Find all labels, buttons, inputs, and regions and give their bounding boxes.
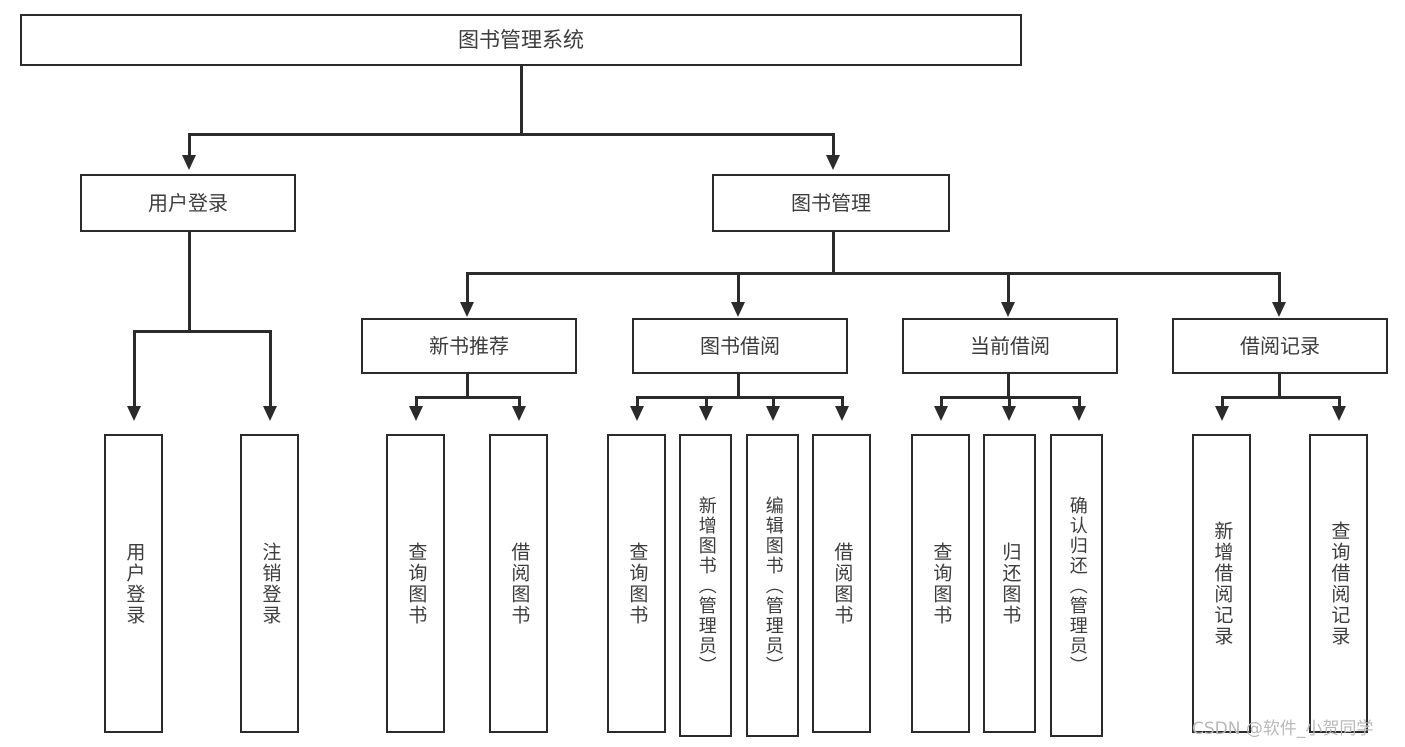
node-return-book-current-label: 归还图书 <box>999 541 1022 626</box>
node-root[interactable]: 图书管理系统 <box>20 14 1022 66</box>
node-user-login-label: 用户登录 <box>148 190 228 215</box>
edge-bm-to-current <box>1007 272 1010 304</box>
node-query-borrow-record-label: 查询借阅记录 <box>1328 520 1351 647</box>
arrowhead-user-login <box>182 155 196 170</box>
arrowhead-book-borrow <box>731 302 745 317</box>
edge-bm-to-borrow <box>737 272 740 304</box>
edge-root-bus <box>188 133 834 136</box>
edge-root-to-book-management <box>832 133 835 157</box>
node-add-book-admin-label: 新增图书（管理员） <box>695 495 717 676</box>
node-borrow-book-recommend[interactable]: 借阅图书 <box>489 434 548 733</box>
edge-record-trunk <box>1278 374 1281 398</box>
edge-record-bus <box>1221 396 1340 399</box>
node-query-book-borrow-label: 查询图书 <box>626 541 649 626</box>
edge-bm-to-record <box>1278 272 1281 304</box>
arrowhead-borrow-book-borrow <box>835 406 849 421</box>
edge-recommend-bus <box>415 396 520 399</box>
node-logout-leaf-label: 注销登录 <box>259 541 282 626</box>
edge-borrow-to-leaf4 <box>841 396 844 408</box>
node-edit-book-admin[interactable]: 编辑图书（管理员） <box>746 434 799 737</box>
edge-current-to-leaf3 <box>1078 396 1081 408</box>
node-book-management-label: 图书管理 <box>791 190 871 215</box>
edge-borrow-to-leaf3 <box>772 396 775 408</box>
node-borrow-book-recommend-label: 借阅图书 <box>508 541 531 626</box>
node-logout-leaf[interactable]: 注销登录 <box>240 434 299 733</box>
node-new-book-recommend[interactable]: 新书推荐 <box>361 318 577 374</box>
edge-user-login-to-leaf2 <box>269 330 272 408</box>
node-add-borrow-record[interactable]: 新增借阅记录 <box>1192 434 1251 733</box>
node-edit-book-admin-label: 编辑图书（管理员） <box>762 495 784 676</box>
arrowhead-user-login-leaf <box>127 406 141 421</box>
node-query-book-current[interactable]: 查询图书 <box>911 434 970 733</box>
node-query-borrow-record[interactable]: 查询借阅记录 <box>1309 434 1368 733</box>
arrowhead-logout-leaf <box>263 406 277 421</box>
edge-borrow-to-leaf2 <box>705 396 708 408</box>
node-query-book-current-label: 查询图书 <box>930 541 953 626</box>
node-book-borrow-label: 图书借阅 <box>700 333 780 358</box>
edge-borrow-trunk <box>737 374 740 398</box>
node-user-login-leaf[interactable]: 用户登录 <box>104 434 163 733</box>
arrowhead-query-book-current <box>934 406 948 421</box>
node-add-book-admin[interactable]: 新增图书（管理员） <box>679 434 732 737</box>
edge-borrow-bus <box>636 396 843 399</box>
node-borrow-record-label: 借阅记录 <box>1240 333 1320 358</box>
arrowhead-return-book-current <box>1002 406 1016 421</box>
edge-user-login-to-leaf1 <box>133 330 136 408</box>
node-user-login[interactable]: 用户登录 <box>80 174 296 232</box>
arrowhead-query-book-borrow <box>630 406 644 421</box>
arrowhead-new-book-recommend <box>460 302 474 317</box>
node-return-book-current[interactable]: 归还图书 <box>983 434 1036 733</box>
arrowhead-query-book-recommend <box>409 406 423 421</box>
arrowhead-add-borrow-record <box>1215 406 1229 421</box>
edge-root-trunk <box>520 66 523 134</box>
node-current-borrow-label: 当前借阅 <box>970 333 1050 358</box>
edge-bm-to-recommend <box>466 272 469 304</box>
arrowhead-confirm-return-admin <box>1072 406 1086 421</box>
edge-current-to-leaf2 <box>1008 396 1011 408</box>
edge-recommend-to-leaf1 <box>415 396 418 408</box>
node-current-borrow[interactable]: 当前借阅 <box>902 318 1118 374</box>
edge-book-management-bus <box>466 272 1278 275</box>
edge-recommend-to-leaf2 <box>518 396 521 408</box>
node-add-borrow-record-label: 新增借阅记录 <box>1211 520 1234 647</box>
edge-user-login-trunk <box>188 232 191 332</box>
edge-current-to-leaf1 <box>940 396 943 408</box>
arrowhead-current-borrow <box>1001 302 1015 317</box>
edge-borrow-to-leaf1 <box>636 396 639 408</box>
arrowhead-add-book-admin <box>699 406 713 421</box>
edge-root-to-user-login <box>188 133 191 157</box>
edge-recommend-trunk <box>466 374 469 398</box>
node-borrow-book-borrow-label: 借阅图书 <box>831 541 854 626</box>
edge-current-trunk <box>1007 374 1010 398</box>
node-query-book-recommend[interactable]: 查询图书 <box>386 434 445 733</box>
arrowhead-edit-book-admin <box>766 406 780 421</box>
arrowhead-borrow-record <box>1272 302 1286 317</box>
node-query-book-borrow[interactable]: 查询图书 <box>607 434 666 733</box>
node-query-book-recommend-label: 查询图书 <box>405 541 428 626</box>
node-book-borrow[interactable]: 图书借阅 <box>632 318 848 374</box>
node-book-management[interactable]: 图书管理 <box>712 174 950 232</box>
node-root-label: 图书管理系统 <box>458 27 584 52</box>
edge-user-login-bus <box>133 330 271 333</box>
node-borrow-record[interactable]: 借阅记录 <box>1172 318 1388 374</box>
node-confirm-return-admin-label: 确认归还（管理员） <box>1066 495 1088 676</box>
arrowhead-query-borrow-record <box>1332 406 1346 421</box>
arrowhead-book-management <box>826 155 840 170</box>
edge-record-to-leaf1 <box>1221 396 1224 408</box>
edge-book-management-trunk <box>832 232 835 274</box>
node-borrow-book-borrow[interactable]: 借阅图书 <box>812 434 871 733</box>
edge-record-to-leaf2 <box>1338 396 1341 408</box>
node-confirm-return-admin[interactable]: 确认归还（管理员） <box>1050 434 1103 737</box>
node-new-book-recommend-label: 新书推荐 <box>429 333 509 358</box>
arrowhead-borrow-book-recommend <box>512 406 526 421</box>
node-user-login-leaf-label: 用户登录 <box>123 541 146 626</box>
watermark-text: CSDN @软件_小贺同学 <box>1192 719 1374 739</box>
